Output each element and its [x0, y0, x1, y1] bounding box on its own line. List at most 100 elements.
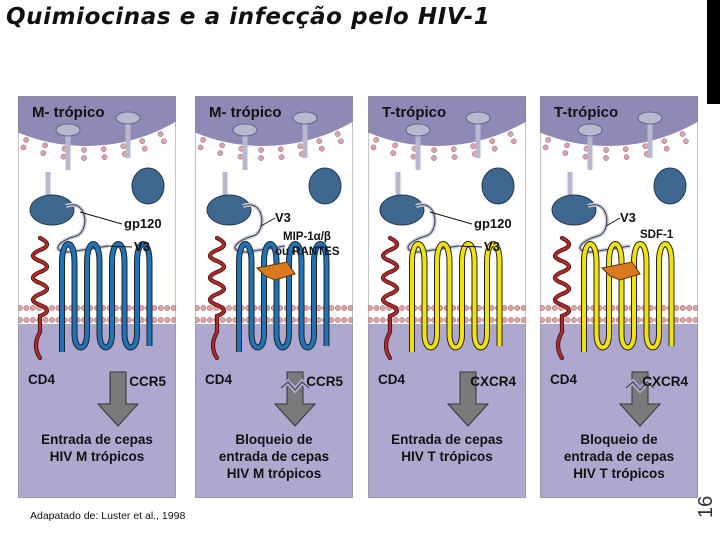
v3-label: V3	[134, 239, 150, 254]
outcome-line-1: Entrada de cepas	[41, 432, 153, 447]
viral-lipid	[621, 0, 626, 4]
membrane-lipid	[399, 305, 404, 310]
outcome-line-2: HIV T trópicos	[401, 449, 493, 464]
viral-lipid	[443, 18, 448, 23]
membrane-lipid	[508, 305, 513, 310]
viral-lipid	[250, 56, 255, 61]
viral-lipid	[608, 16, 613, 21]
viral-lipid	[335, 131, 340, 136]
viral-lipid	[613, 0, 618, 2]
membrane-lipid	[165, 305, 170, 310]
membrane-lipid	[226, 305, 231, 310]
viral-lipid	[525, 122, 530, 127]
tropism-label: M- trópico	[209, 104, 282, 121]
viral-lipid	[271, 0, 276, 4]
viral-lipid	[265, 53, 270, 58]
viral-lipid	[398, 85, 403, 90]
viral-lipid	[24, 137, 29, 142]
membrane-lipid	[571, 317, 576, 322]
viral-lipid	[92, 53, 97, 58]
viral-lipid	[272, 49, 277, 54]
viral-lipid	[99, 49, 104, 54]
viral-lipid	[294, 82, 299, 87]
membrane-lipid	[374, 305, 379, 310]
viral-lipid	[42, 143, 47, 148]
viral-lipid	[258, 13, 263, 18]
viral-lipid	[266, 18, 271, 23]
viral-lipid	[250, 15, 255, 20]
gp120-free	[132, 168, 164, 204]
viral-lipid	[623, 147, 628, 152]
viral-lipid	[589, 74, 594, 79]
viral-lipid	[431, 155, 436, 160]
gp41-head	[406, 124, 430, 136]
membrane-lipid	[515, 305, 520, 310]
viral-lipid	[680, 131, 685, 136]
viral-lipid	[616, 18, 621, 23]
viral-lipid	[448, 0, 453, 4]
viral-lipid	[420, 53, 425, 58]
viral-lipid	[142, 146, 147, 151]
v3-label: V3	[620, 210, 636, 225]
viral-lipid	[583, 154, 588, 159]
membrane-lipid	[30, 317, 35, 322]
viral-lipid	[451, 147, 456, 152]
viral-lipid	[593, 53, 598, 58]
viral-lipid	[258, 147, 263, 152]
viral-lipid	[577, 90, 582, 95]
membrane-lipid	[374, 317, 379, 322]
gp41-head	[466, 112, 490, 124]
membrane-lipid	[207, 305, 212, 310]
viral-lipid	[435, 16, 440, 21]
viral-lipid	[431, 147, 436, 152]
gp120-bound	[30, 195, 74, 225]
gp120-label: gp120	[124, 216, 162, 231]
cd4-label: CD4	[205, 372, 232, 387]
membrane-lipid	[348, 305, 353, 310]
outcome-line-3: HIV M trópicos	[227, 466, 322, 481]
membrane-lipid	[552, 317, 557, 322]
viral-lipid	[459, 87, 464, 92]
viral-lipid	[427, 56, 432, 61]
gp41-head	[116, 112, 140, 124]
chemokine-label: MIP-1α/β	[283, 231, 331, 243]
gp41-head	[233, 124, 257, 136]
viral-lipid	[374, 137, 379, 142]
v3-label: V3	[275, 210, 291, 225]
membrane-lipid	[49, 317, 54, 322]
viral-lipid	[61, 154, 66, 159]
viral-lipid	[279, 154, 284, 159]
viral-lipid	[683, 139, 688, 144]
membrane-lipid	[158, 305, 163, 310]
membrane-lipid	[571, 305, 576, 310]
membrane-lipid	[687, 317, 692, 322]
membrane-lipid	[680, 317, 685, 322]
cytoplasm	[18, 324, 176, 498]
viral-lipid	[371, 145, 376, 150]
viral-lipid	[233, 69, 238, 74]
viral-lipid	[21, 145, 26, 150]
viral-lipid	[182, 130, 187, 135]
viral-lipid	[256, 34, 261, 39]
viral-lipid	[180, 129, 185, 134]
membrane-lipid	[165, 317, 170, 322]
membrane-lipid	[546, 305, 551, 310]
viral-lipid	[91, 31, 96, 36]
viral-lipid	[492, 146, 497, 151]
membrane-lipid	[24, 317, 29, 322]
gp120-free	[654, 168, 686, 204]
viral-lipid	[355, 130, 360, 135]
viral-lipid	[697, 122, 702, 127]
viral-lipid	[243, 53, 248, 58]
membrane-lipid	[152, 305, 157, 310]
membrane-lipid	[546, 317, 551, 322]
viral-lipid	[429, 35, 434, 40]
membrane-lipid	[329, 317, 334, 322]
viral-lipid	[543, 145, 548, 150]
viral-lipid	[602, 35, 607, 40]
chemokine-label: SDF-1	[640, 229, 674, 241]
outcome-line-1: Entrada de cepas	[391, 432, 503, 447]
viral-lipid	[466, 82, 471, 87]
viral-lipid	[238, 154, 243, 159]
membrane-lipid	[49, 305, 54, 310]
